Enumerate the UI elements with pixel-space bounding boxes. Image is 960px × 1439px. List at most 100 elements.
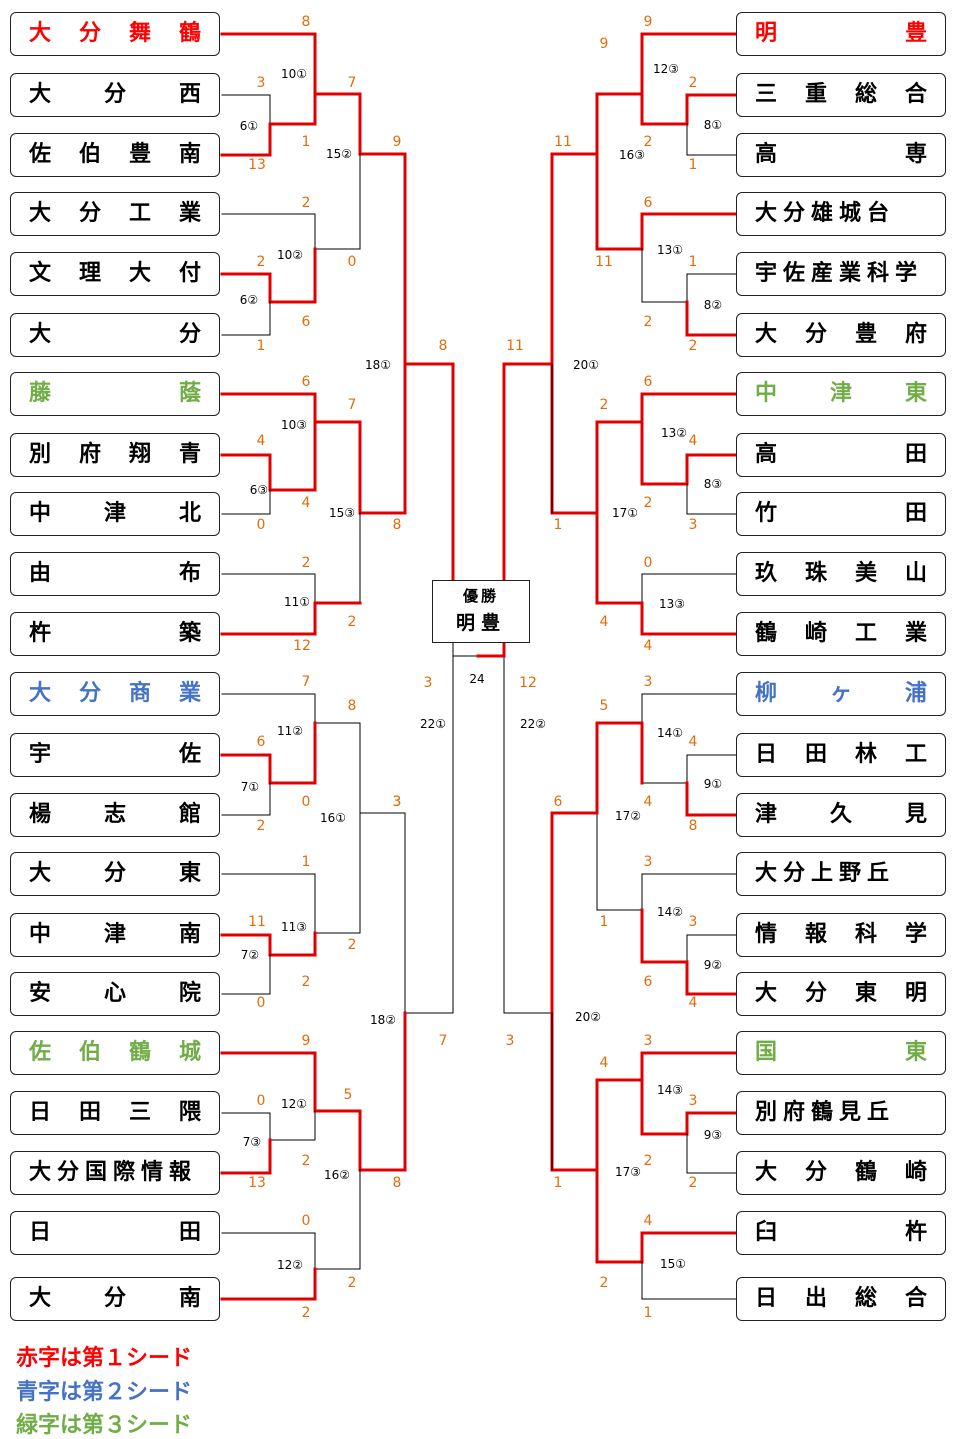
score-label: 7 [301, 674, 311, 690]
score-label: 9 [599, 36, 609, 52]
match-number: 18② [369, 1013, 397, 1027]
score-label: 2 [347, 937, 357, 953]
score-label: 5 [343, 1087, 353, 1103]
match-number: 18① [364, 358, 392, 372]
match-number: 8① [703, 118, 723, 132]
team-box: 大分商業 [10, 672, 220, 716]
score-label: 3 [392, 794, 402, 810]
legend-seed-2-text: 青字は第２シード [16, 1380, 193, 1405]
team-name: 中津北 [29, 501, 201, 526]
team-name: 高田 [755, 442, 927, 467]
score-label: 3 [688, 1093, 698, 1109]
legend-seed-3-text: 緑字は第３シード [16, 1413, 193, 1438]
team-box: 高田 [736, 433, 946, 477]
team-name: 大分雄城台 [755, 201, 896, 226]
match-number: 9② [703, 958, 723, 972]
match-number: 24 [469, 672, 485, 686]
team-name: 大分鶴崎 [755, 1160, 927, 1185]
team-box: 高専 [736, 133, 946, 177]
legend-seed-3: 緑字は第３シード [16, 1407, 192, 1439]
score-label: 8 [392, 517, 402, 533]
score-label: 11 [595, 254, 613, 270]
team-name: 大分豊府 [755, 322, 927, 347]
team-name: 日田 [29, 1220, 201, 1245]
team-name: 藤蔭 [29, 381, 201, 406]
score-label: 0 [256, 517, 266, 533]
score-label: 9 [392, 134, 402, 150]
score-label: 3 [392, 794, 402, 810]
match-number: 20② [574, 1010, 602, 1024]
match-number: 13③ [658, 597, 686, 611]
score-label: 2 [301, 1305, 311, 1321]
team-box: 別府鶴見丘 [736, 1091, 946, 1135]
score-label: 3 [505, 1033, 515, 1049]
champion-box: 優勝 明豊 [432, 580, 530, 643]
team-name: 大分国際情報 [29, 1160, 198, 1185]
match-number: 7② [240, 948, 260, 962]
team-name: 玖珠美山 [755, 561, 927, 586]
team-box: 明豊 [736, 12, 946, 56]
score-label: 4 [599, 614, 609, 630]
team-name: 大分東 [29, 861, 201, 886]
team-box: 柳ヶ浦 [736, 672, 946, 716]
team-box: 大分工業 [10, 192, 220, 236]
match-number: 12③ [652, 62, 680, 76]
team-box: 大分国際情報 [10, 1151, 220, 1195]
score-label: 4 [643, 638, 653, 654]
score-label: 12 [293, 638, 311, 654]
score-label: 2 [643, 495, 653, 511]
score-label: 8 [347, 698, 357, 714]
team-name: 日出総合 [755, 1286, 927, 1311]
team-box: 宇佐産業科学 [736, 252, 946, 296]
team-name: 大分西 [29, 82, 201, 107]
score-label: 8 [392, 1175, 402, 1191]
team-box: 中津北 [10, 492, 220, 536]
score-label: 3 [643, 1033, 653, 1049]
score-label: 1 [256, 338, 266, 354]
match-number: 12② [276, 1258, 304, 1272]
score-label: 4 [256, 433, 266, 449]
team-name: 安心院 [29, 981, 201, 1006]
match-number: 6③ [249, 483, 269, 497]
match-number: 11② [276, 724, 304, 738]
team-box: 津久見 [736, 793, 946, 837]
score-label: 2 [347, 614, 357, 630]
match-number: 10③ [280, 418, 308, 432]
score-label: 2 [301, 1153, 311, 1169]
match-number: 22① [419, 717, 447, 731]
score-label: 11 [554, 134, 572, 150]
team-box: 楊志館 [10, 793, 220, 837]
match-number: 10① [280, 67, 308, 81]
match-number: 14① [656, 726, 684, 740]
score-label: 4 [688, 995, 698, 1011]
team-name: 大分舞鶴 [29, 21, 201, 46]
match-number: 22② [519, 717, 547, 731]
score-label: 1 [553, 1175, 563, 1191]
match-number: 17② [614, 809, 642, 823]
match-number: 17③ [614, 1165, 642, 1179]
team-name: 大分 [29, 322, 201, 347]
score-label: 0 [301, 1213, 311, 1229]
score-label: 2 [301, 974, 311, 990]
match-number: 15① [659, 1257, 687, 1271]
score-label: 6 [643, 195, 653, 211]
legend-seed-1: 赤字は第１シード [16, 1340, 192, 1372]
match-number: 8② [703, 298, 723, 312]
score-label: 1 [553, 517, 563, 533]
score-label: 0 [256, 1093, 266, 1109]
score-label: 2 [643, 314, 653, 330]
match-number: 16③ [618, 148, 646, 162]
match-number: 16① [319, 811, 347, 825]
team-box: 玖珠美山 [736, 552, 946, 596]
score-label: 2 [256, 818, 266, 834]
team-box: 文理大付 [10, 252, 220, 296]
team-name: 別府鶴見丘 [755, 1100, 896, 1125]
score-label: 4 [688, 433, 698, 449]
team-name: 国東 [755, 1040, 927, 1065]
team-name: 佐伯豊南 [29, 142, 201, 167]
score-label: 6 [553, 794, 563, 810]
team-name: 明豊 [755, 21, 927, 46]
team-box: 大分西 [10, 73, 220, 117]
score-label: 7 [347, 75, 357, 91]
score-label: 3 [423, 675, 433, 691]
